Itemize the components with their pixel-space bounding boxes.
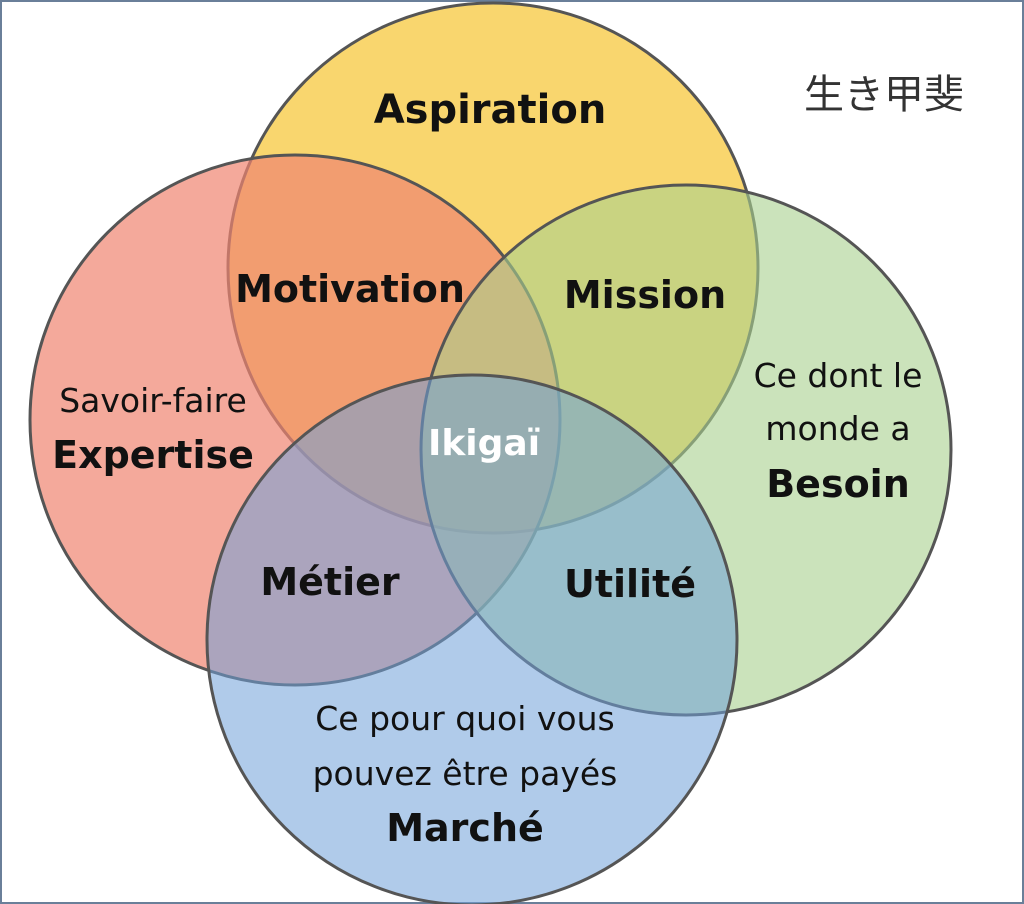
label-besoin-line1: Ce dont le — [754, 356, 923, 395]
label-metier: Métier — [260, 560, 400, 604]
label-marche: Marché — [386, 806, 544, 850]
label-besoin-line2: monde a — [765, 409, 910, 448]
label-aspiration: Aspiration — [374, 87, 607, 133]
label-ikigai: Ikigaï — [428, 423, 540, 464]
title-kanji: 生き甲斐 — [804, 72, 964, 118]
label-utilite: Utilité — [564, 562, 696, 606]
label-marche-line1: Ce pour quoi vous — [315, 699, 614, 738]
label-savoir-faire: Savoir-faire — [59, 381, 247, 420]
label-besoin: Besoin — [766, 462, 910, 506]
label-expertise: Expertise — [52, 433, 254, 477]
label-mission: Mission — [564, 273, 726, 317]
label-motivation: Motivation — [235, 267, 465, 311]
label-marche-line2: pouvez être payés — [313, 754, 618, 793]
circle-marche — [205, 373, 739, 904]
